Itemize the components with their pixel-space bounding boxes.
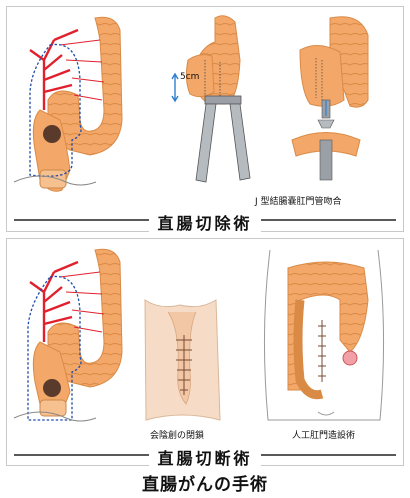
j-pouch-stapler-illustration [171, 15, 251, 183]
perineal-caption: 会陰創の閉鎖 [150, 431, 205, 441]
transection-title-text: 直腸切断術 [149, 449, 261, 468]
anastomosis-illustration [291, 16, 369, 181]
blood-vessel-icon [29, 260, 79, 342]
tumor-icon [43, 379, 61, 397]
transection-colon-illustration [13, 248, 123, 422]
stoma-icon [342, 350, 358, 366]
measure-label: 5cm [180, 72, 200, 82]
anvil-icon [317, 119, 335, 129]
resection-title-text: 直腸切除術 [149, 214, 261, 233]
page-title: 直腸がんの手術 [142, 475, 268, 495]
blood-vessel-icon [29, 28, 79, 110]
stapler-arm-left [195, 103, 217, 183]
perineal-closure-illustration [144, 299, 221, 421]
colostomy-caption: 人工肛門造設術 [292, 431, 356, 441]
transection-title: 直腸切断術 [0, 445, 410, 469]
resection-caption: J 型結腸嚢肛門管吻合 [255, 197, 342, 207]
resection-boundary [27, 275, 82, 421]
resection-title: 直腸切除術 [0, 210, 410, 234]
measure-arrow-icon [171, 72, 179, 103]
resection-colon-illustration [13, 16, 123, 192]
tumor-icon [43, 125, 61, 143]
colostomy-illustration [263, 249, 385, 421]
resection-boundary [29, 43, 82, 177]
stapler-arm-right [229, 103, 251, 181]
